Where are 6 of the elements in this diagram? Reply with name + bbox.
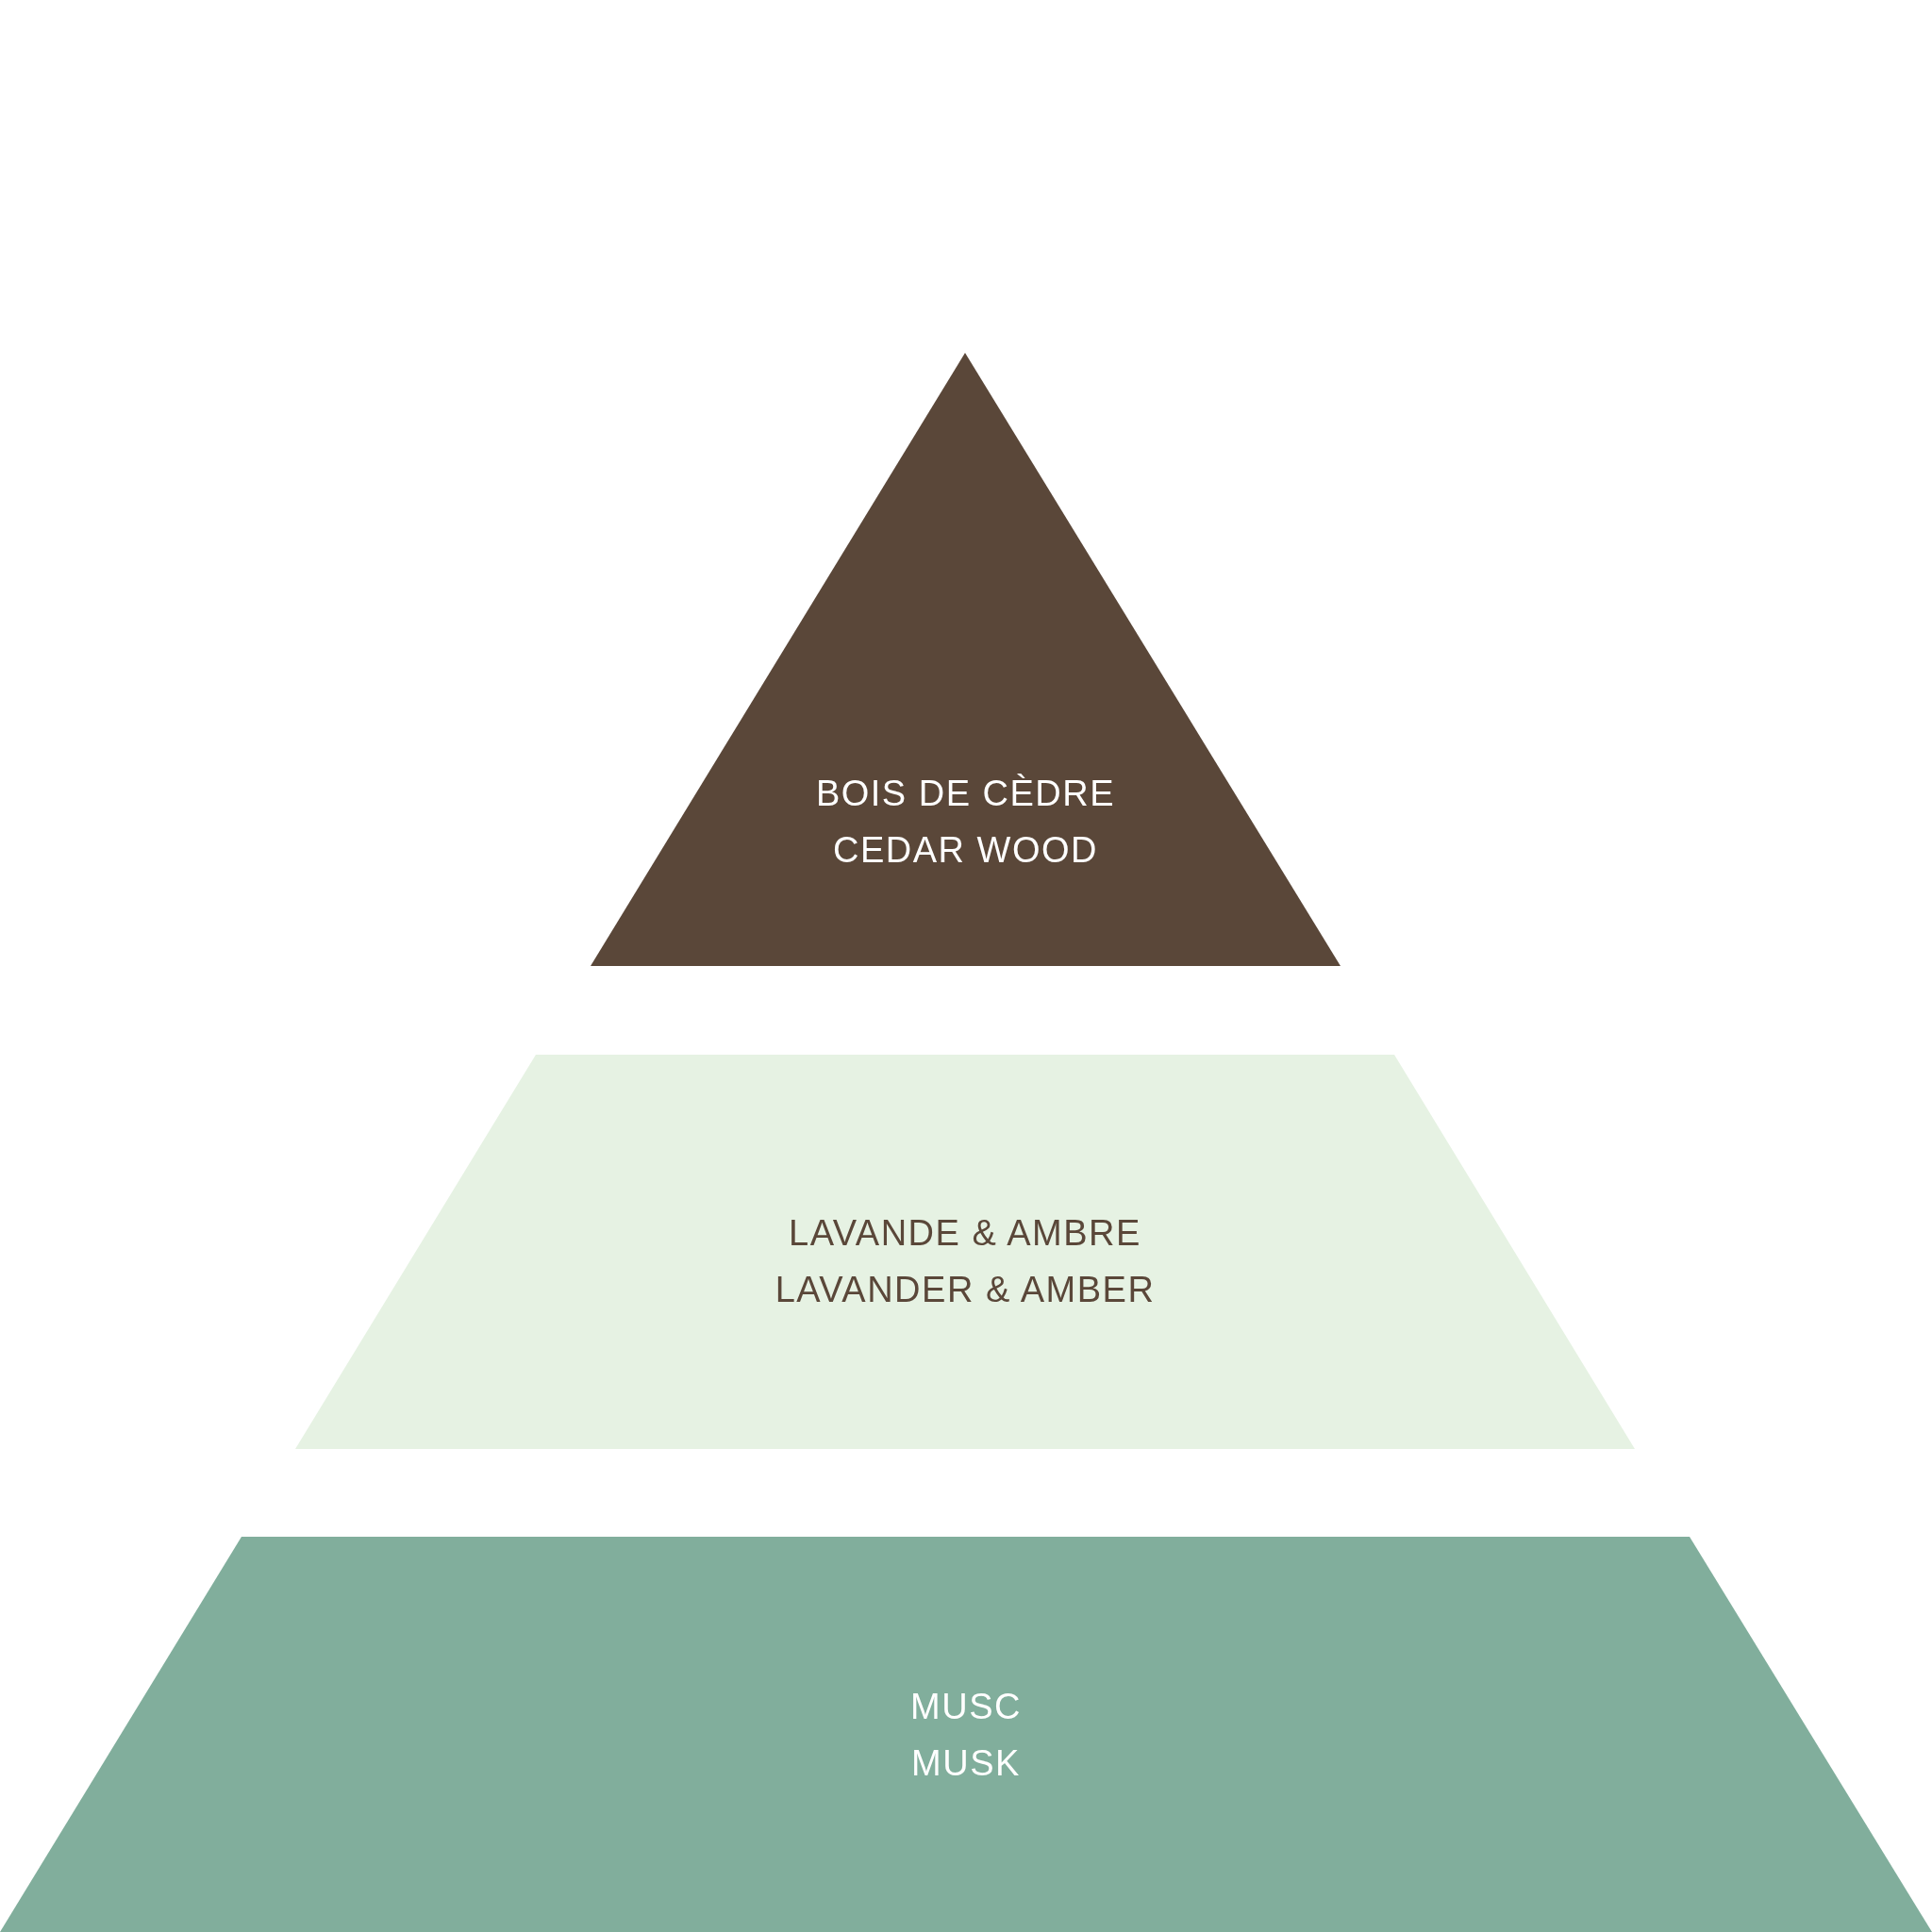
tier-label: CEDAR WOOD [833,829,1098,871]
tier-label: MUSC [910,1686,1022,1727]
tier-label: MUSK [911,1742,1021,1784]
tier-label: BOIS DE CÈDRE [815,773,1116,814]
tier-label: LAVANDE & AMBRE [789,1212,1141,1254]
tier-label: LAVANDER & AMBER [774,1269,1156,1310]
